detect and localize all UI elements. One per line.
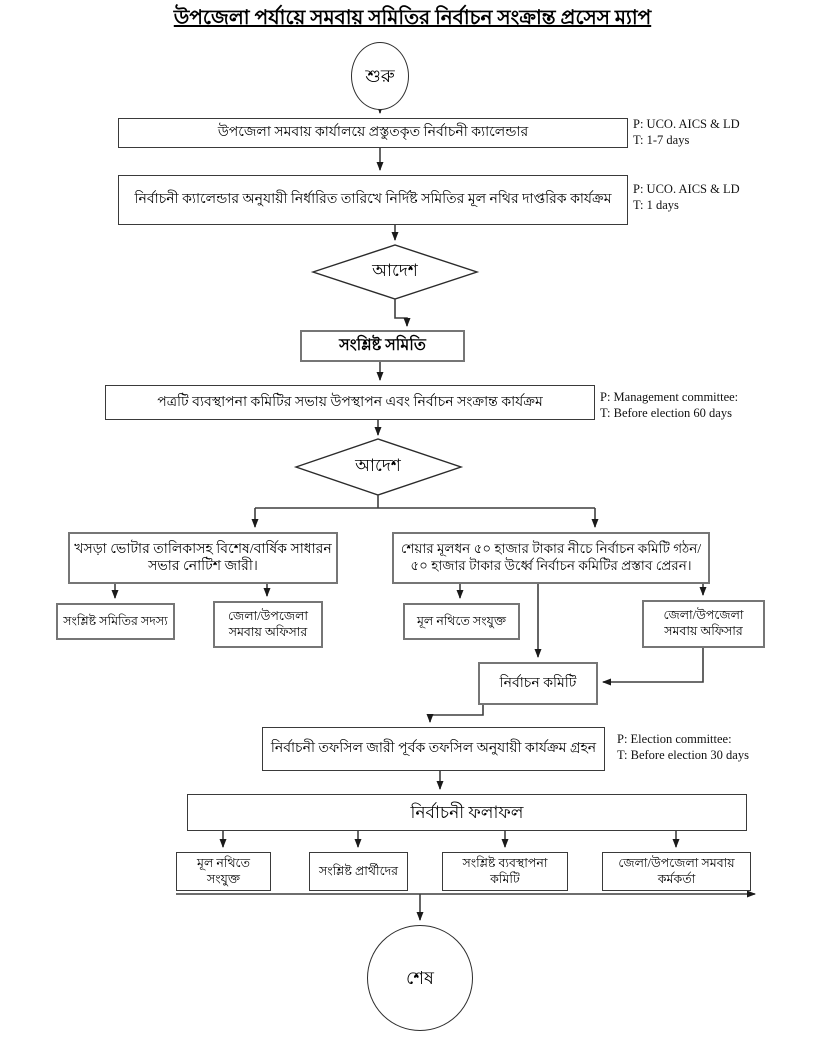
- box-result-officer: জেলা/উপজেলা সমবায় কর্মকর্তা: [602, 852, 751, 891]
- annotation-schedule-t: T: Before election 30 days: [617, 748, 749, 763]
- box-result-committee: সংশ্লিষ্ট ব্যবস্থাপনা কমিটি: [442, 852, 568, 891]
- arrow-officer-right-to-committee: [602, 648, 704, 686]
- box-district-officer-right: জেলা/উপজেলা সমবায় অফিসার: [642, 600, 765, 648]
- box-concerned-society: সংশ্লিষ্ট সমিতি: [300, 330, 465, 362]
- annotation-official-activity-p: P: UCO. AICS & LD: [633, 182, 740, 196]
- annotation-official-activity-t: T: 1 days: [633, 198, 679, 213]
- annotation-schedule-p: P: Election committee:: [617, 732, 732, 746]
- end-terminator: শেষ: [367, 925, 473, 1031]
- annotation-presentation: P: Management committee: T: Before elect…: [600, 389, 738, 422]
- box-attach-main-file: মূল নথিতে সংযুক্ত: [403, 603, 520, 640]
- page-title: উপজেলা পর্যায়ে সমবায় সমিতির নির্বাচন স…: [173, 7, 652, 29]
- box-election-calendar: উপজেলা সমবায় কার্যালয়ে প্রস্তুতকৃত নির…: [118, 118, 628, 148]
- decision-order1-shape: [310, 244, 480, 300]
- box-share-capital: শেয়ার মূলধন ৫০ হাজার টাকার নীচে নির্বাচ…: [392, 532, 710, 584]
- box-presentation: পত্রটি ব্যবস্থাপনা কমিটির সভায় উপস্থাপন…: [105, 385, 595, 420]
- decision-order1-label: আদেশ: [372, 261, 418, 280]
- arrow-committee-to-schedule: [426, 705, 484, 723]
- box-schedule-activity: নির্বাচনী তফসিল জারী পূর্বক তফসিল অনুযায…: [262, 727, 605, 771]
- box-society-members: সংশ্লিষ্ট সমিতির সদস্য: [56, 603, 175, 640]
- box-election-committee: নির্বাচন কমিটি: [478, 662, 598, 705]
- start-terminator: শুরু: [351, 42, 409, 110]
- box-draft-voter-notice: খসড়া ভোটার তালিকাসহ বিশেষ/বার্ষিক সাধার…: [68, 532, 338, 584]
- decision-order2-label: আদেশ: [355, 456, 401, 475]
- annotation-schedule: P: Election committee: T: Before electio…: [617, 731, 749, 764]
- annotation-presentation-p: P: Management committee:: [600, 390, 739, 404]
- annotation-calendar: P: UCO. AICS & LD T: 1-7 days: [633, 116, 740, 149]
- annotation-official-activity: P: UCO. AICS & LD T: 1 days: [633, 181, 740, 214]
- annotation-calendar-t: T: 1-7 days: [633, 133, 690, 148]
- arrow-order1-to-concerned: [394, 299, 411, 327]
- box-result-main-file: মূল নথিতে সংযুক্ত: [176, 852, 271, 891]
- box-district-officer-left: জেলা/উপজেলা সমবায় অফিসার: [213, 601, 323, 648]
- box-election-results: নির্বাচনী ফলাফল: [187, 794, 747, 831]
- box-official-activity: নির্বাচনী ক্যালেন্ডার অনুযায়ী নির্ধারিত…: [118, 175, 628, 225]
- line-order2-split: [255, 495, 595, 509]
- box-result-candidates: সংশ্লিষ্ট প্রার্থীদের: [309, 852, 408, 891]
- annotation-calendar-p: P: UCO. AICS & LD: [633, 117, 740, 131]
- decision-order2-shape: [293, 438, 464, 496]
- annotation-presentation-t: T: Before election 60 days: [600, 406, 732, 421]
